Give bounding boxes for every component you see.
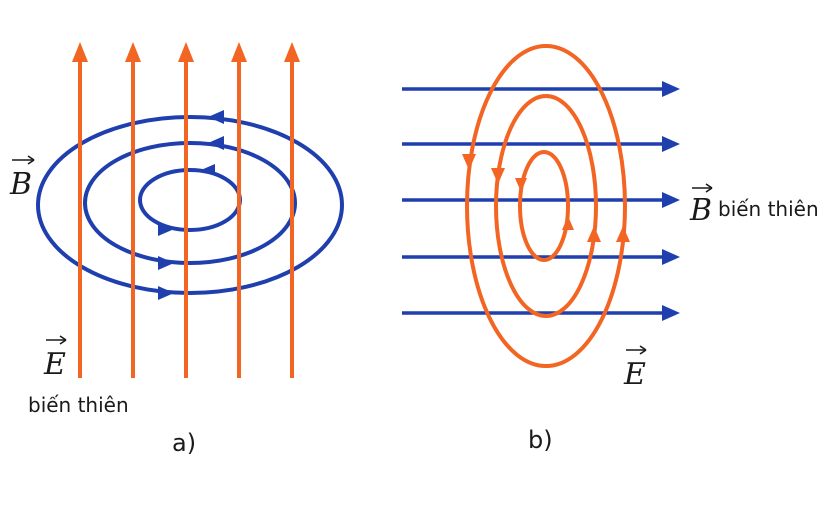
magnetic-field-lines [402, 87, 668, 315]
magnetic-loop-arrowheads [158, 110, 224, 300]
arrow-right-icon [662, 249, 680, 265]
field-e-note: biến thiên [28, 393, 129, 417]
magnetic-loop-middle [83, 141, 297, 265]
arrow-down-icon [462, 154, 476, 170]
arrow-left-icon [201, 164, 215, 176]
arrow-left-icon [208, 110, 224, 124]
diagram-a: B E biến thiên a) [9, 42, 344, 457]
arrow-right-icon [662, 81, 680, 97]
electric-loop-outer [465, 44, 627, 368]
arrow-right-icon [158, 256, 174, 270]
electric-arrowheads [72, 42, 300, 62]
arrow-up-icon [72, 42, 88, 62]
electric-loop-inner [518, 150, 570, 262]
arrow-left-icon [208, 136, 224, 150]
label-E-b: E [623, 345, 647, 392]
arrow-up-icon [587, 226, 601, 242]
field-e-symbol: E [43, 347, 66, 382]
arrow-up-icon [616, 226, 630, 242]
arrow-up-icon [231, 42, 247, 62]
field-b-note: biến thiên [718, 197, 819, 221]
electric-loop-middle [494, 94, 598, 318]
arrow-right-icon [158, 224, 172, 236]
arrow-down-icon [491, 168, 505, 184]
arrow-up-icon [284, 42, 300, 62]
magnetic-field-loops [36, 115, 344, 295]
arrow-up-icon [125, 42, 141, 62]
diagram-b: B biến thiên E b) [402, 44, 819, 454]
arrow-right-icon [662, 192, 680, 208]
arrow-right-icon [662, 305, 680, 321]
field-e-symbol: E [623, 357, 646, 392]
electric-field-loops [465, 44, 627, 368]
field-b-symbol: B [689, 193, 712, 228]
label-E-a: E [43, 335, 67, 382]
arrow-right-icon [158, 286, 174, 300]
magnetic-loop-inner [138, 168, 242, 232]
caption-a: a) [172, 429, 196, 457]
arrow-up-icon [562, 216, 574, 230]
arrow-up-icon [178, 42, 194, 62]
caption-b: b) [528, 426, 553, 454]
label-B-a: B [9, 155, 35, 202]
electric-loop-arrowheads [462, 154, 630, 242]
arrow-right-icon [662, 136, 680, 152]
label-B-b: B [689, 183, 713, 228]
magnetic-loop-outer [36, 115, 344, 295]
arrow-down-icon [515, 178, 527, 192]
electric-field-lines [78, 52, 294, 378]
field-b-symbol: B [9, 167, 32, 202]
magnetic-line-arrowheads [662, 81, 680, 321]
